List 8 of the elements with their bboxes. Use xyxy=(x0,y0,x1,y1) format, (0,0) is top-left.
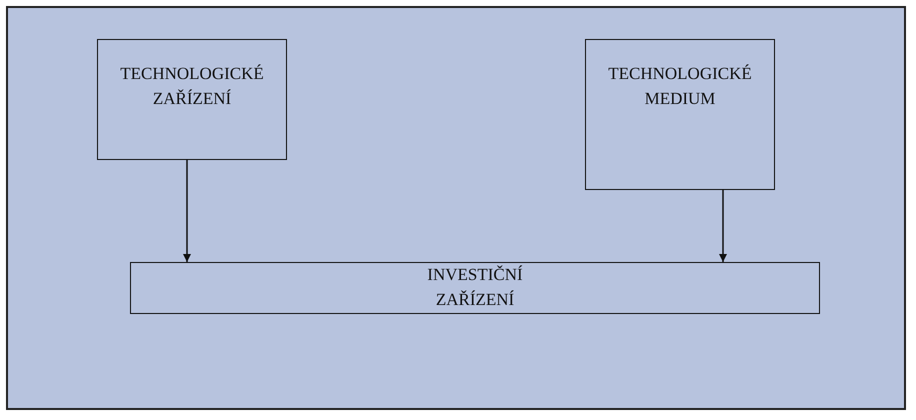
process-box xyxy=(585,39,775,190)
process-box xyxy=(97,39,287,160)
box-label: TECHNOLOGICKÉ ZAŘÍZENÍ xyxy=(119,63,265,110)
arrow xyxy=(183,160,191,262)
arrow xyxy=(719,190,727,262)
box-label: INVESTIČNÍ ZAŘÍZENÍ xyxy=(426,264,524,311)
process-box xyxy=(130,262,820,314)
box-label: TECHNOLOGICKÉ MEDIUM xyxy=(607,63,753,110)
